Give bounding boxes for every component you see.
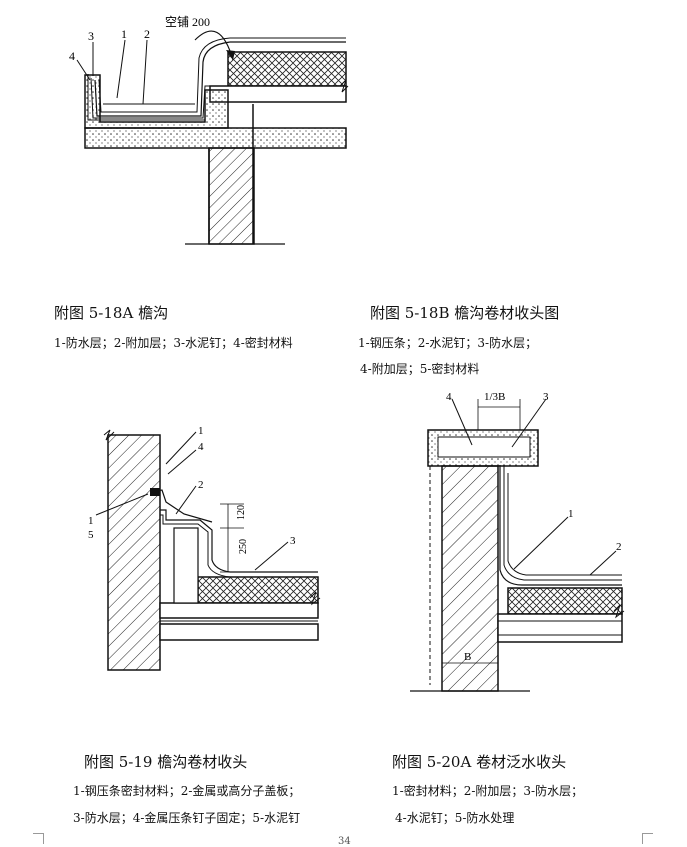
note-5-20a-line1: 1-密封材料；2-附加层；3-防水层；: [392, 784, 584, 798]
roof-slab: [497, 613, 623, 643]
label-3: 3: [88, 29, 94, 43]
caption-5-18a: 附图 5-18A 檐沟: [54, 304, 169, 322]
note-5-18a-line1: 1-防水层；2-附加层；3-水泥钉；4-密封材料: [54, 336, 293, 350]
label-4: 4: [198, 441, 204, 453]
parapet-wall: [107, 434, 161, 671]
figure-5-20a-drawing: B 1/3B 4 3 1 2: [410, 391, 625, 692]
membrane: [499, 465, 622, 586]
dim-250: 250: [238, 539, 249, 554]
label-4: 4: [446, 391, 452, 403]
figure-5-18a-drawing: 4 3 1 2 空铺 200: [69, 15, 349, 245]
label-1: 1: [568, 508, 574, 520]
dim-b: B: [464, 651, 471, 663]
note-5-19-line2: 3-防水层；4-金属压条钉子固定；5-水泥钉: [73, 811, 301, 825]
label-2: 2: [198, 479, 204, 491]
label-1a: 1: [198, 425, 204, 437]
label-1: 1: [121, 27, 127, 41]
sealant-block: [150, 488, 160, 496]
label-3: 3: [543, 391, 549, 403]
label-2: 2: [144, 27, 150, 41]
note-5-18b-line1: 1-钢压条；2-水泥钉；3-防水层；: [358, 336, 538, 350]
caption-5-19: 附图 5-19 檐沟卷材收头: [84, 753, 248, 771]
corner-mark-left: [33, 833, 44, 844]
label-3: 3: [290, 535, 296, 547]
insulation-layer: [197, 576, 319, 604]
insulation-layer: [507, 587, 623, 615]
roof-slab: [159, 602, 319, 619]
dim-120: 120: [236, 505, 247, 520]
label-1b: 1: [88, 515, 94, 527]
parapet-wall: [441, 465, 499, 692]
dim-1-3b: 1/3B: [484, 391, 505, 403]
label-2: 2: [616, 541, 622, 553]
insulation-layer: [227, 51, 347, 87]
label-empty-laying: 空铺 200: [165, 15, 210, 29]
note-5-20a-line2: 4-水泥钉；5-防水处理: [395, 811, 515, 825]
page-number: 34: [338, 836, 351, 847]
figure-5-19-drawing: 120 250 1 4 2 1 5 3: [88, 425, 321, 671]
caption-5-18b: 附图 5-18B 檐沟卷材收头图: [370, 304, 560, 322]
corner-mark-right: [642, 833, 653, 844]
wall: [208, 147, 255, 245]
label-4: 4: [69, 49, 75, 63]
roof-slab: [84, 127, 347, 149]
label-5: 5: [88, 529, 94, 541]
note-5-19-line1: 1-钢压条密封材料；2-金属或高分子盖板；: [73, 784, 301, 798]
note-5-18b-line2: 4-附加层；5-密封材料: [360, 362, 480, 376]
membrane: [94, 41, 346, 117]
caption-5-20a: 附图 5-20A 卷材泛水收头: [392, 753, 567, 771]
